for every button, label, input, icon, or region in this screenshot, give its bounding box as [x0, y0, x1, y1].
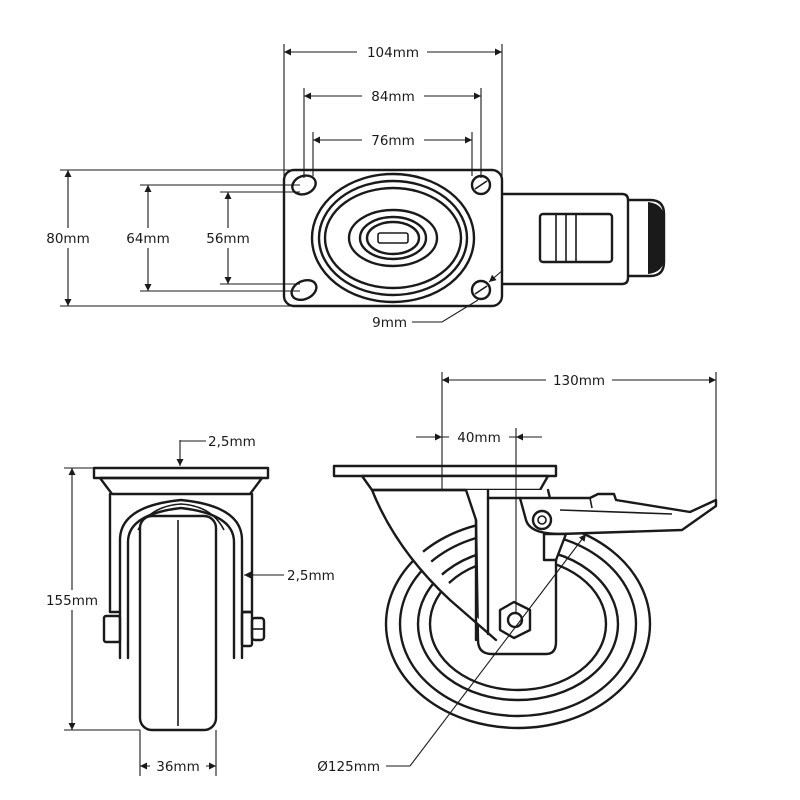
dim-label-76: 76mm [371, 133, 414, 149]
dim-label-9: 9mm [372, 315, 407, 331]
dim-label-104: 104mm [367, 45, 419, 61]
side-swivel-housing [360, 474, 550, 492]
side-brake-lever [518, 492, 718, 562]
dim-label-56: 56mm [206, 231, 249, 247]
front-wheel [138, 514, 218, 732]
dim-label-155: 155mm [46, 593, 98, 609]
top-view: 104mm 84mm 76mm 80mm 64mm 56mm 9mm [40, 42, 666, 331]
brake-housing-top [500, 192, 666, 286]
plate-hole-bottom-right [470, 279, 492, 301]
top-view-extension-lines [60, 44, 503, 307]
side-axle-nut [498, 600, 532, 640]
plate-hole-bottom-left [290, 278, 318, 302]
dim-label-80: 80mm [46, 231, 89, 247]
dim-label-40: 40mm [457, 430, 500, 446]
dim-label-fork-thickness: 2,5mm [287, 568, 335, 584]
dim-label-64: 64mm [126, 231, 169, 247]
side-view: 130mm 40mm Ø125mm [317, 370, 718, 775]
side-top-plate [332, 464, 558, 478]
plate-hole-top-left [291, 174, 317, 196]
front-bearing-housing [98, 476, 264, 496]
dim-line-125 [409, 533, 587, 767]
dim-label-plate-thickness: 2,5mm [208, 434, 256, 450]
mounting-plate-top [282, 168, 504, 308]
dim-label-84: 84mm [371, 89, 414, 105]
dim-label-125: Ø125mm [317, 759, 380, 775]
front-view: 155mm 36mm 2,5mm 2,5mm [40, 434, 335, 776]
dim-label-36: 36mm [156, 759, 199, 775]
dim-label-130: 130mm [553, 373, 605, 389]
swivel-bearing-top [310, 172, 476, 304]
leader-9mm [412, 299, 479, 323]
front-axle-nuts [102, 610, 266, 648]
front-fork [108, 492, 254, 660]
front-top-plate [92, 466, 270, 480]
